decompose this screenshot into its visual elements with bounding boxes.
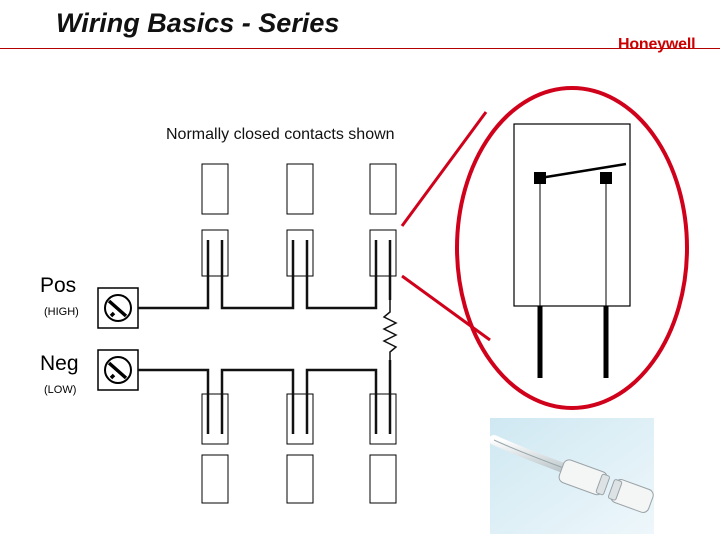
sensor-box xyxy=(201,163,229,215)
contact-housing xyxy=(513,123,631,307)
diagram-caption: Normally closed contacts shown xyxy=(166,126,395,143)
neg-terminal-label: Neg xyxy=(40,352,79,375)
top-sensor-row xyxy=(201,163,397,215)
pos-terminal-screw xyxy=(97,287,139,329)
callout-line-upper xyxy=(400,111,488,227)
pos-wire xyxy=(138,240,392,310)
neg-terminal-screw xyxy=(97,349,139,391)
callout-line-lower xyxy=(401,274,491,342)
magnet-body xyxy=(607,479,654,513)
contact-box xyxy=(201,229,229,277)
resistor-icon xyxy=(382,300,398,360)
contact-box xyxy=(369,229,397,277)
sensor-box xyxy=(369,454,397,504)
contact-terminal-right xyxy=(600,172,612,184)
sensor-box xyxy=(369,163,397,215)
bottom-sensor-row xyxy=(201,454,397,504)
sensor-box xyxy=(286,454,314,504)
neg-terminal-sublabel: (LOW) xyxy=(44,384,77,396)
contact-box xyxy=(201,393,229,445)
series-wiring xyxy=(138,240,392,434)
sensor-box xyxy=(201,454,229,504)
pos-terminal-sublabel: (HIGH) xyxy=(44,306,79,318)
contact-reed-switch xyxy=(539,162,627,180)
reed-sensor-body xyxy=(558,459,610,496)
header-divider xyxy=(0,48,720,49)
neg-wire xyxy=(138,360,392,434)
contact-product-photo xyxy=(489,418,654,534)
enlarged-contact-detail xyxy=(513,123,631,378)
brand-logo: Honeywell xyxy=(618,36,696,53)
sensor-box xyxy=(286,163,314,215)
zoom-callout-ellipse xyxy=(455,86,689,410)
slide-title: Wiring Basics - Series xyxy=(56,8,340,38)
upper-contact-row xyxy=(201,229,397,277)
contact-box xyxy=(369,393,397,445)
pos-terminal-label: Pos xyxy=(40,274,77,297)
lower-contact-row xyxy=(201,393,397,445)
contact-box xyxy=(286,229,314,277)
contact-box xyxy=(286,393,314,445)
